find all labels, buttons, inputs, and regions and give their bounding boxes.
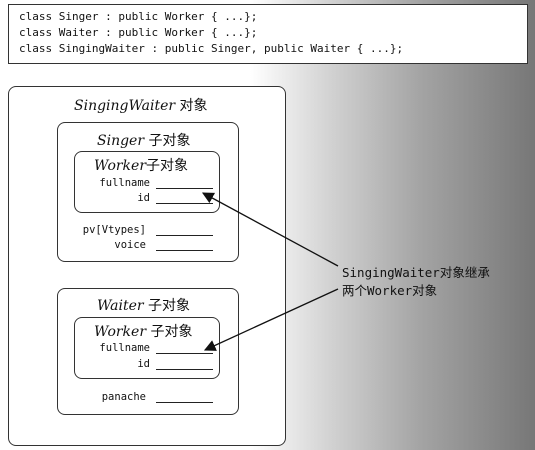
waiter-panache-line — [156, 402, 213, 403]
arrow-to-singer-worker — [201, 192, 339, 267]
waiter-worker-field-id: id — [137, 358, 150, 370]
waiter-worker-subobject-title: Worker 子对象 — [94, 324, 193, 340]
singer-worker-subobject-box — [74, 151, 220, 213]
singer-worker-field-id: id — [137, 192, 150, 204]
singer-worker-field-fullname: fullname — [99, 177, 150, 189]
arrow-to-waiter-worker — [203, 288, 339, 351]
singer-worker-fullname-line — [156, 188, 213, 189]
waiter-worker-field-fullname: fullname — [99, 342, 150, 354]
singer-field-voice: voice — [114, 239, 146, 251]
singer-pv-vtypes-line — [156, 235, 213, 236]
code-box: class Singer : public Worker { ...}; cla… — [8, 4, 528, 64]
singer-worker-subobject-title: Worker子对象 — [94, 158, 189, 174]
waiter-worker-id-line — [156, 369, 213, 370]
singer-field-pv-vtypes: pv[Vtypes] — [82, 224, 146, 236]
singer-worker-id-line — [156, 203, 213, 204]
annotation-line-2: 两个Worker对象 — [342, 283, 438, 298]
code-line-waiter: class Waiter : public Worker { ...}; — [19, 26, 258, 39]
code-line-singer: class Singer : public Worker { ...}; — [19, 10, 258, 23]
annotation-line-1: SingingWaiter对象继承 — [342, 265, 490, 280]
singer-voice-line — [156, 250, 213, 251]
singer-subobject-title: Singer 子对象 — [97, 133, 191, 149]
waiter-worker-subobject-box — [74, 317, 220, 379]
singingwaiter-object-title: SingingWaiter 对象 — [74, 98, 208, 114]
waiter-field-panache: panache — [101, 391, 146, 403]
waiter-subobject-title: Waiter 子对象 — [97, 298, 191, 314]
waiter-worker-fullname-line — [156, 353, 213, 354]
code-line-singingwaiter: class SingingWaiter : public Singer, pub… — [19, 42, 404, 55]
